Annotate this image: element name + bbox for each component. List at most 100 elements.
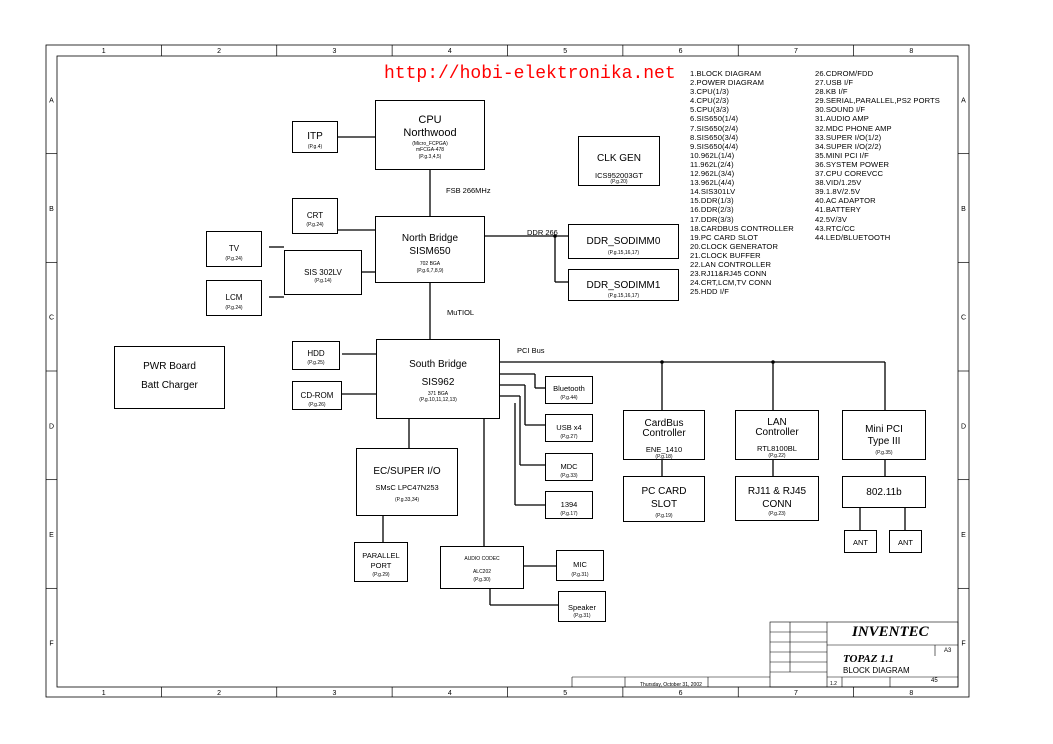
bluetooth-block[interactable]: Bluetooth (P.g.44) <box>545 376 593 404</box>
fsb-label: FSB 266MHz <box>446 186 491 195</box>
crt-block[interactable]: CRT (P.g.24) <box>292 198 338 234</box>
index-entry: 27.USB I/F <box>815 78 854 88</box>
index-entry: 39.1.8V/2.5V <box>815 187 861 197</box>
antenna-1-block[interactable]: ANT <box>844 530 877 553</box>
cpu-block[interactable]: CPU Northwood (Micro_FCPGA) mFCGA-478 (P… <box>375 100 485 170</box>
ddr-sodimm0-block[interactable]: DDR_SODIMM0 (P.g.15,16,17) <box>568 224 679 259</box>
title-block <box>571 621 959 688</box>
index-entry: 16.DDR(2/3) <box>690 205 734 215</box>
cdrom-block[interactable]: CD-ROM (P.g.26) <box>292 381 342 410</box>
zone-label: B <box>961 206 966 213</box>
zone-label: D <box>961 423 966 430</box>
zone-label: C <box>961 315 966 322</box>
south-bridge-block[interactable]: South Bridge SIS962 371 BGA (P.g.10,11,1… <box>376 339 500 419</box>
zone-label: D <box>49 423 54 430</box>
lan-page-ref: (P.g.22) <box>768 453 786 459</box>
audio-codec-block[interactable]: AUDIO CODEC ALC202 (P.g.30) <box>440 546 524 589</box>
ec-super-io-block[interactable]: EC/SUPER I/O SMsC LPC47N253 (P.g.33,34) <box>356 448 458 516</box>
index-entry: 18.CARDBUS CONTROLLER <box>690 223 794 233</box>
zone-label: 5 <box>563 48 567 55</box>
zone-label: 2 <box>217 48 221 55</box>
pc-card-slot-block[interactable]: PC CARD SLOT (P.g.19) <box>623 476 705 522</box>
hdd-title: HDD <box>307 349 325 358</box>
cardbus-part: ENE_1410 <box>645 445 683 454</box>
mdc-block[interactable]: MDC (P.g.33) <box>545 453 593 481</box>
index-entry: 34.SUPER I/O(2/2) <box>815 141 882 151</box>
zone-label: A <box>961 97 966 104</box>
pwr-board-title: PWR Board <box>143 361 196 372</box>
north-bridge-block[interactable]: North Bridge SISM650 702 BGA (P.g.6,7,8,… <box>375 216 485 283</box>
mini-pci-title2: Type III <box>867 436 901 447</box>
rj-title2: CONN <box>762 499 792 510</box>
ec-super-io-part: SMsC LPC47N253 <box>375 483 439 492</box>
lcm-page-ref: (P.g.24) <box>225 305 243 311</box>
pwr-board-block[interactable]: PWR Board Batt Charger <box>114 346 225 409</box>
hdd-block[interactable]: HDD (P.g.25) <box>292 341 340 370</box>
zone-label: 8 <box>909 690 913 697</box>
pc-card-slot-title2: SLOT <box>650 499 678 510</box>
index-entry: 20.CLOCK GENERATOR <box>690 241 779 251</box>
antenna-2-block[interactable]: ANT <box>889 530 922 553</box>
clkgen-block[interactable]: CLK GEN ICS952003GT (P.g.20) <box>578 136 660 186</box>
lcm-block[interactable]: LCM (P.g.24) <box>206 280 262 316</box>
index-entry: 15.DDR(1/3) <box>690 196 734 206</box>
cardbus-controller-block[interactable]: CardBus Controller ENE_1410 (P.g.18) <box>623 410 705 460</box>
cardbus-page-ref: (P.g.18) <box>655 454 673 460</box>
index-entry: 6.SIS650(1/4) <box>690 114 739 124</box>
lan-controller-block[interactable]: LAN Controller RTL8100BL (P.g.22) <box>735 410 819 460</box>
index-entry: 44.LED/BLUETOOTH <box>815 232 891 242</box>
mini-pci-block[interactable]: Mini PCI Type III (P.g.35) <box>842 410 926 460</box>
north-bridge-title: North Bridge <box>401 233 459 244</box>
index-entry: 41.BATTERY <box>815 205 861 215</box>
index-entry: 37.CPU COREVCC <box>815 169 884 179</box>
index-entry: 13.962L(4/4) <box>690 178 735 188</box>
index-entry: 21.CLOCK BUFFER <box>690 250 761 260</box>
zone-label: A <box>49 97 54 104</box>
zone-label: 5 <box>563 690 567 697</box>
index-entry: 22.LAN CONTROLLER <box>690 259 772 269</box>
cdrom-title: CD-ROM <box>300 391 334 400</box>
antenna-1-title: ANT <box>853 538 868 547</box>
rj11-rj45-block[interactable]: RJ11 & RJ45 CONN (P.g.23) <box>735 476 819 521</box>
batt-charger-title: Batt Charger <box>141 380 198 391</box>
watermark-url[interactable]: http://hobi-elektronika.net <box>384 64 676 84</box>
wlan-title: 802.11b <box>866 487 902 498</box>
mutiol-label: MuTIOL <box>447 308 475 317</box>
audio-codec-title: AUDIO CODEC <box>464 556 500 562</box>
ddr-sodimm1-block[interactable]: DDR_SODIMM1 (P.g.15,16,17) <box>568 269 679 301</box>
ieee1394-block[interactable]: 1394 (P.g.17) <box>545 491 593 519</box>
zone-label: F <box>49 641 53 648</box>
parallel-port-title2: PORT <box>370 561 392 570</box>
tv-block[interactable]: TV (P.g.24) <box>206 231 262 267</box>
tv-page-ref: (P.g.24) <box>225 256 243 262</box>
index-entry: 4.CPU(2/3) <box>690 96 729 106</box>
index-entry: 33.SUPER I/O(1/2) <box>815 132 882 142</box>
itp-title: ITP <box>307 131 323 142</box>
index-entry: 31.AUDIO AMP <box>815 114 869 124</box>
pc-card-slot-page-ref: (P.g.19) <box>655 513 673 519</box>
wlan-80211b-block[interactable]: 802.11b <box>842 476 926 508</box>
index-entry: 32.MDC PHONE AMP <box>815 123 892 133</box>
index-entry: 35.MINI PCI I/F <box>815 150 869 160</box>
mic-block[interactable]: MIC (P.g.31) <box>556 550 604 581</box>
sis302-block[interactable]: SIS 302LV (P.g.14) <box>284 250 362 295</box>
lan-title2: Controller <box>755 427 799 438</box>
index-entry: 28.KB I/F <box>815 87 848 97</box>
speaker-block[interactable]: Speaker (P.g.31) <box>558 591 606 622</box>
ec-super-io-title: EC/SUPER I/O <box>373 466 441 477</box>
bluetooth-title: Bluetooth <box>553 384 585 393</box>
ieee1394-page-ref: (P.g.17) <box>560 511 578 517</box>
mic-page-ref: (P.g.31) <box>571 572 589 578</box>
south-bridge-chip: SIS962 <box>421 377 455 388</box>
cpu-model: Northwood <box>403 127 457 139</box>
ddr-sodimm1-title: DDR_SODIMM1 <box>586 280 661 291</box>
zone-label: 3 <box>332 48 336 55</box>
itp-block[interactable]: ITP (P.g.4) <box>292 121 338 153</box>
parallel-port-page-ref: (P.g.29) <box>372 572 390 578</box>
speaker-page-ref: (P.g.31) <box>573 613 591 619</box>
index-entry: 11.962L(2/4) <box>690 159 734 169</box>
parallel-port-block[interactable]: PARALLEL PORT (P.g.29) <box>354 542 408 582</box>
usb-block[interactable]: USB x4 (P.g.27) <box>545 414 593 442</box>
sheet-number: 45 <box>931 678 938 684</box>
